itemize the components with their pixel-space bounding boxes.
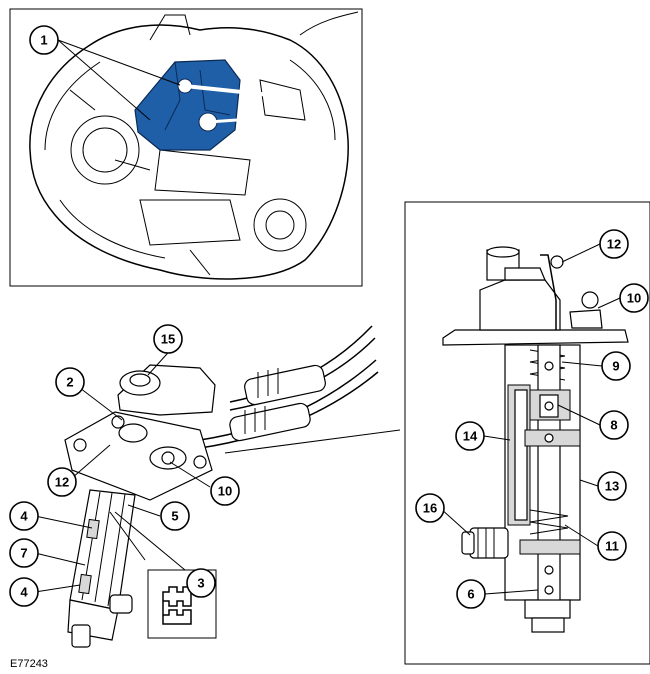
callout-8: 8: [599, 410, 629, 440]
cutaway-panel-frame: [404, 201, 650, 665]
svg-text:16: 16: [423, 501, 437, 516]
cable-end-fitting-upper: [244, 364, 326, 406]
svg-text:14: 14: [463, 429, 478, 444]
svg-text:1: 1: [40, 33, 47, 48]
top-actuator-housing: [479, 279, 561, 331]
callout-16: 16: [415, 493, 445, 523]
callout-10-right: 10: [619, 283, 649, 313]
svg-text:8: 8: [610, 418, 617, 433]
shift-unit-assembly: [34, 325, 401, 648]
gear-selector-housing-highlight: [134, 59, 271, 151]
svg-text:10: 10: [218, 484, 232, 499]
svg-text:4: 4: [20, 585, 28, 600]
svg-text:11: 11: [605, 539, 619, 554]
cable-end-fitting-lower: [229, 402, 311, 442]
svg-text:7: 7: [20, 546, 27, 561]
svg-text:2: 2: [66, 375, 73, 390]
figure-reference-code: E77243: [10, 658, 48, 670]
callout-1: 1: [29, 25, 59, 55]
transmission-housing: [29, 24, 349, 280]
callout-7: 7: [9, 538, 39, 568]
callout-5: 5: [160, 501, 190, 531]
return-spring-lower: [529, 509, 569, 535]
svg-text:12: 12: [55, 475, 69, 490]
callout-10-left: 10: [210, 476, 240, 506]
svg-text:3: 3: [197, 576, 204, 591]
shift-gate-pattern-icon: [162, 586, 192, 625]
callout-9: 9: [601, 351, 631, 381]
svg-text:12: 12: [607, 237, 621, 252]
callout-11: 11: [597, 531, 627, 561]
callout-14: 14: [455, 421, 485, 451]
callout-4-lower: 4: [9, 577, 39, 607]
callout-3: 3: [186, 568, 216, 598]
cutaway-detail-panel: [404, 201, 650, 665]
transmission-panel-frame: [9, 8, 363, 287]
callout-6: 6: [456, 579, 486, 609]
callout-4-upper: 4: [9, 501, 39, 531]
svg-text:4: 4: [20, 509, 28, 524]
svg-text:6: 6: [467, 587, 474, 602]
svg-text:10: 10: [627, 291, 641, 306]
callout-15: 15: [153, 324, 183, 354]
svg-text:15: 15: [161, 332, 175, 347]
svg-text:13: 13: [605, 479, 619, 494]
transmission-panel: [9, 8, 363, 287]
svg-text:5: 5: [171, 509, 178, 524]
svg-text:9: 9: [612, 359, 619, 374]
callout-12-left: 12: [47, 467, 77, 497]
mounting-plate: [64, 411, 213, 501]
callout-12-right: 12: [599, 229, 629, 259]
electrical-connector: [461, 527, 509, 559]
callout-2: 2: [55, 367, 85, 397]
callout-13: 13: [597, 471, 627, 501]
shift-gate-pattern-inset: [147, 569, 217, 639]
